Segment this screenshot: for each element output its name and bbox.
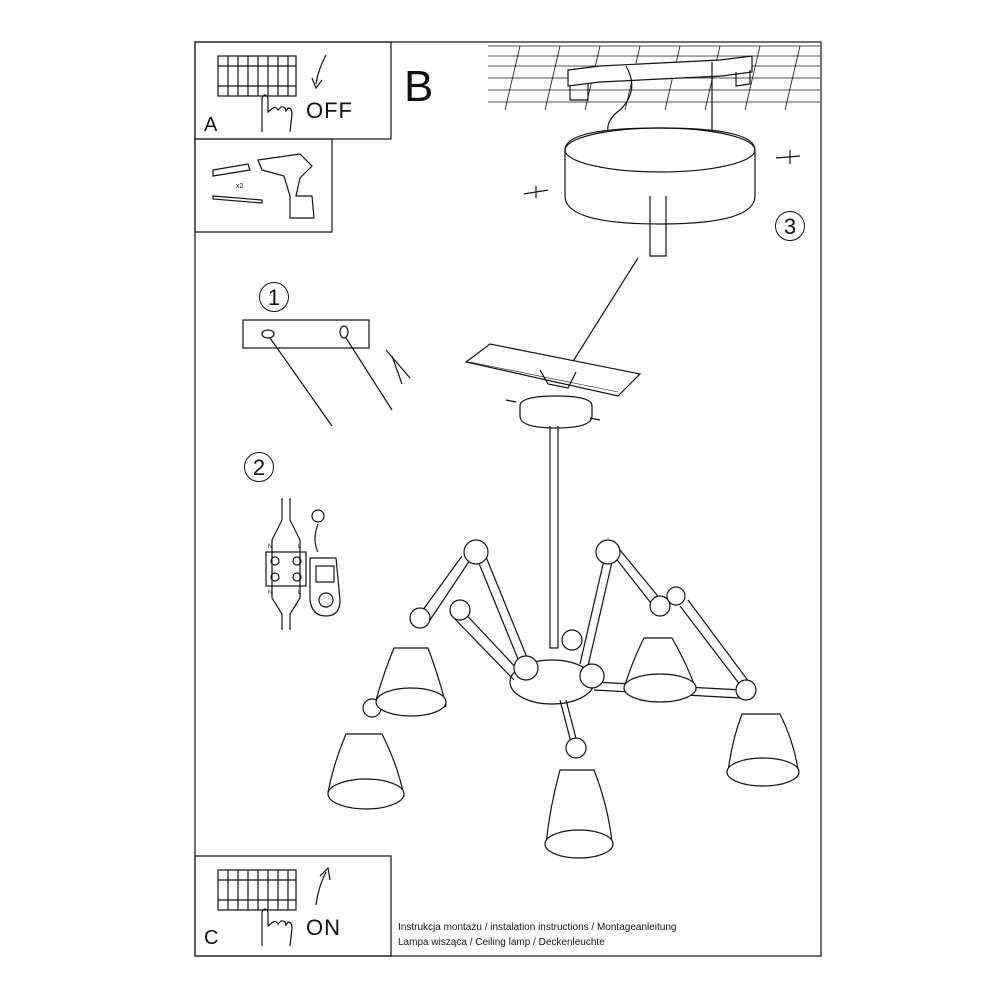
wiring-diagram (265, 498, 341, 630)
step-2-badge: 2 (244, 452, 274, 482)
lamp-arms (371, 549, 753, 747)
step-3-badge: 3 (775, 211, 805, 241)
canopy-screw-right (775, 150, 801, 164)
arrow-up-icon (315, 866, 331, 906)
breaker-panel-on-icon (217, 869, 297, 911)
step-1-badge: 1 (259, 282, 289, 312)
wire-letter-l-bottom: L (298, 590, 302, 596)
hand-on-icon (261, 908, 293, 947)
arm-joints (362, 539, 757, 759)
arrow-down-icon (311, 54, 327, 90)
ceiling-plate (464, 343, 642, 397)
tools-box (194, 138, 333, 233)
hand-icon (261, 94, 293, 133)
screw-icon (269, 337, 411, 427)
mounting-bar-diagram (242, 319, 370, 349)
drill-icon (257, 153, 315, 219)
footer-instructions-title: Instrukcja montażu / instalation instruc… (398, 922, 677, 933)
canopy (564, 127, 756, 225)
breaker-panel-icon (217, 55, 297, 97)
plug-count-label: x2 (236, 183, 244, 190)
panel-c-box (194, 855, 392, 957)
wire-letter-n-bottom: N (268, 590, 273, 596)
down-rod (549, 426, 559, 649)
panel-c-letter: C (204, 927, 219, 949)
lamp-shades (327, 637, 800, 859)
wire-letter-n-top: N (268, 544, 273, 550)
supply-cable (607, 65, 633, 133)
wire-letter-l-top: L (298, 544, 302, 550)
small-canopy (519, 395, 593, 429)
earth-terminal-icon (309, 557, 341, 617)
outer-frame (194, 41, 822, 957)
panel-a-letter: A (204, 114, 218, 136)
footer-product-name: Lampa wisząca / Ceiling lamp / Deckenleu… (398, 937, 605, 948)
canopy-screw-left (523, 186, 549, 198)
wall-plug-icon (212, 163, 263, 204)
on-label: ON (306, 915, 341, 940)
section-b-label: B (404, 62, 434, 111)
off-label: OFF (306, 98, 353, 123)
mounting-bracket (567, 55, 753, 87)
down-rod-top (649, 196, 667, 257)
